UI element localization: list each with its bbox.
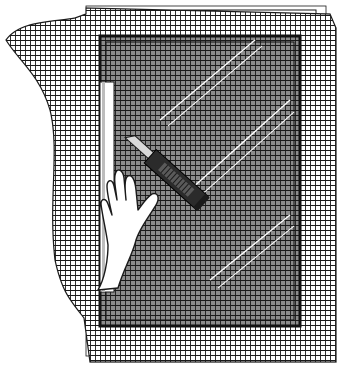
mesh-screen-illustration [0,0,341,367]
